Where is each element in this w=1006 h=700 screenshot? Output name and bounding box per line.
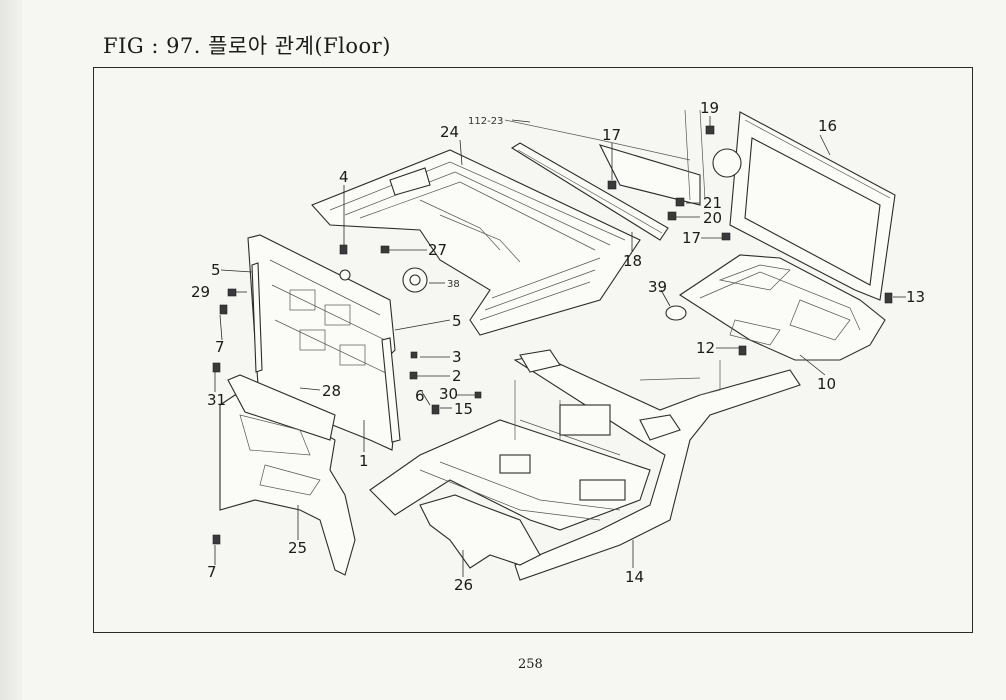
- part-25-insulator: [219, 374, 356, 576]
- callout-26: 26: [454, 576, 473, 594]
- part-38-grommet: [402, 267, 428, 293]
- callout-28: 28: [322, 382, 341, 400]
- callout-39: 39: [648, 278, 667, 296]
- part-14-chassis-frame: [369, 349, 801, 581]
- callout-16: 16: [818, 117, 837, 135]
- part-39-seal-ring: [665, 305, 687, 321]
- callout-1: 1: [359, 452, 369, 470]
- callout-labels: 4 24 112-23 17 19 16 21 20 17 18 27 38 5…: [191, 99, 925, 594]
- figure-title: FIG : 97. 플로아 관계(Floor): [103, 34, 391, 58]
- callout-6: 6: [415, 387, 425, 405]
- callout-17b: 17: [682, 229, 701, 247]
- callout-20: 20: [703, 209, 722, 227]
- part-26-side-flap: [419, 494, 541, 569]
- callout-3: 3: [452, 348, 462, 366]
- callout-2: 2: [452, 367, 462, 385]
- diagram-frame: [93, 67, 973, 633]
- part-10-floor-pan: [678, 254, 886, 361]
- part-18-sill: [504, 119, 691, 241]
- callout-15: 15: [454, 400, 473, 418]
- callout-12: 12: [696, 339, 715, 357]
- callout-38: 38: [447, 279, 460, 290]
- callout-27: 27: [428, 241, 447, 259]
- page-number: 258: [518, 657, 543, 672]
- part-24-floor-panel: [311, 149, 641, 336]
- callout-7a: 7: [215, 338, 225, 356]
- callout-24: 24: [440, 123, 459, 141]
- callout-21: 21: [703, 194, 722, 212]
- part-5-pillars: [251, 262, 401, 443]
- callout-17a: 17: [602, 126, 621, 144]
- callout-19: 19: [700, 99, 719, 117]
- part-19-21-panel: [598, 109, 742, 221]
- callout-10: 10: [817, 375, 836, 393]
- callout-4: 4: [339, 168, 349, 186]
- callout-31: 31: [207, 391, 226, 409]
- callout-13: 13: [906, 288, 925, 306]
- callout-7b: 7: [207, 563, 217, 581]
- fasteners: [212, 180, 893, 545]
- callout-5b: 5: [452, 312, 462, 330]
- callout-25: 25: [288, 539, 307, 557]
- callout-29: 29: [191, 283, 210, 301]
- callout-18: 18: [623, 252, 642, 270]
- callout-ref-112-23: 112-23: [468, 116, 503, 127]
- page-binding-edge: [0, 0, 22, 700]
- callout-30: 30: [439, 385, 458, 403]
- callout-5a: 5: [211, 261, 221, 279]
- leader-lines: [214, 116, 906, 577]
- callout-14: 14: [625, 568, 644, 586]
- part-16-rear-panel: [729, 111, 896, 301]
